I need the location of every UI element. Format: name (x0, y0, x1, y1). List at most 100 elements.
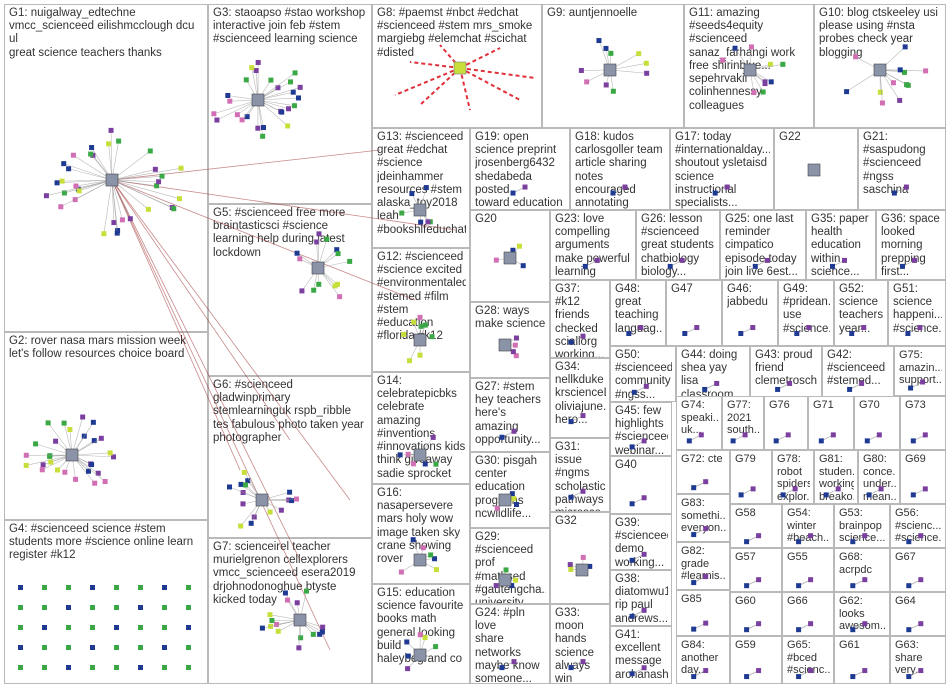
group-label-g14: G14: celebratepicbks celebrate amazing #… (377, 375, 466, 480)
group-box-g64: G64 (890, 592, 946, 636)
group-label-g22: G22 (779, 131, 801, 143)
group-label-g2: G2: rover nasa mars mission week let's f… (9, 335, 187, 361)
group-box-g63: G63: share very... (890, 636, 946, 684)
group-label-g29: G29: #scienceed prof #mathsed #gautengch… (475, 531, 546, 604)
group-label-g5: G5: #scienceed free more braintasticsci … (213, 207, 346, 259)
group-box-g48: G48: great teaching languag... (610, 280, 666, 346)
group-box-g14: G14: celebratepicbks celebrate amazing #… (372, 372, 470, 484)
group-label-g8: G8: #paemst #nbct #edchat #scienceed #st… (377, 7, 533, 59)
group-box-g10: G10: blog ctskeeley usi please using #ns… (814, 4, 946, 128)
group-label-g70: G70 (859, 399, 880, 411)
group-box-g59: G59 (730, 636, 782, 684)
group-label-g64: G64 (895, 595, 916, 607)
group-label-g35: G35: paper health education within scien… (811, 213, 869, 278)
group-box-g4: G4: #scienceed science #stem students mo… (4, 520, 208, 684)
group-box-g20: G20 (470, 210, 550, 302)
group-box-g80: G80: conce... under... mean... (858, 450, 900, 504)
group-box-g70: G70 (854, 396, 900, 450)
group-label-g46: G46: jabbedu (727, 283, 768, 309)
group-label-g1: G1: nuigalway_edtechne vmcc_scienceed ei… (9, 7, 195, 59)
group-box-g19: G19: open science preprint jrosenberg643… (470, 128, 570, 210)
group-label-g55: G55 (787, 551, 808, 563)
group-box-g36: G36: space looked morning prepping first… (876, 210, 946, 280)
group-label-g85: G85 (681, 593, 702, 605)
group-label-g75: G75: amazin... support... (899, 349, 942, 387)
group-box-g52: G52: science teachers year... (834, 280, 888, 346)
group-box-g72: G72: cte (676, 450, 730, 494)
group-label-g16: G16: nasapersevere mars holy wow image t… (377, 487, 461, 566)
group-label-g50: G50: #scienceed community #ngss... (615, 349, 672, 401)
group-box-g27: G27: #stem hey teachers here's amazing o… (470, 378, 550, 452)
group-box-g8: G8: #paemst #nbct #edchat #scienceed #st… (372, 4, 542, 128)
group-box-g29: G29: #scienceed prof #mathsed #gautengch… (470, 528, 550, 604)
group-box-g35: G35: paper health education within scien… (806, 210, 876, 280)
group-box-g71: G71 (808, 396, 854, 450)
group-label-g44: G44: doing shea yay lisa classroom... (681, 349, 743, 398)
group-box-g39: G39: #scienceed demo working... (610, 514, 672, 570)
group-box-g81: G81: studen... working breako... (814, 450, 858, 504)
group-label-g43: G43: proud friend clemetrosch... (755, 349, 818, 388)
group-box-g67: G67 (890, 548, 946, 592)
group-box-g3: G3: staoapso #stao workshop interactive … (208, 4, 372, 204)
group-label-g6: G6: #scienceed gladwinprimary stemlearni… (213, 379, 364, 444)
group-box-g7: G7: scienceirel teacher murielgrenon cel… (208, 538, 372, 684)
group-label-g48: G48: great teaching languag... (615, 283, 662, 335)
group-box-g28: G28: ways make science (470, 302, 550, 378)
group-box-g46: G46: jabbedu (722, 280, 778, 346)
group-label-g84: G84: another day... (681, 639, 719, 677)
group-box-g44: G44: doing shea yay lisa classroom... (676, 346, 750, 398)
group-label-g61: G61 (839, 639, 860, 651)
group-box-g49: G49: #pridean... use #science... (778, 280, 834, 346)
group-box-g45: G45: few highlights #scienceed webinar..… (610, 402, 672, 456)
group-box-g74: G74: speaki... uk... (676, 396, 722, 450)
group-label-g31: G31: issue #ngms scholastic pathways mic… (555, 441, 606, 511)
group-label-g45: G45: few highlights #scienceed webinar..… (615, 405, 668, 456)
group-box-g11: G11: amazing #seeds4equity #scienceed sa… (684, 4, 814, 128)
group-label-g58: G58 (735, 507, 756, 519)
group-box-g17: G17: today #internationalday... shoutout… (670, 128, 774, 210)
group-label-g37: G37: #k12 friends checked sciallorg work… (555, 283, 605, 358)
group-box-g13: G13: #scienceed great #edchat #science j… (372, 128, 470, 248)
group-label-g83: G83: somethi... everyon... (681, 497, 726, 535)
group-label-g47: G47 (671, 283, 693, 295)
group-box-g68: G68: acrpdc (834, 548, 890, 592)
group-box-g6: G6: #scienceed gladwinprimary stemlearni… (208, 376, 372, 538)
group-label-g15: G15: education science favourite books m… (377, 587, 464, 666)
group-box-g32: G32 (550, 512, 610, 604)
group-box-g31: G31: issue #ngms scholastic pathways mic… (550, 438, 610, 512)
group-box-g23: G23: love compelling arguments make powe… (550, 210, 636, 280)
group-label-g51: G51: science happeni... #science... (893, 283, 942, 335)
group-box-g58: G58 (730, 504, 782, 548)
group-label-g59: G59 (735, 639, 756, 651)
group-label-g54: G54: winter #beach... (787, 507, 830, 545)
group-label-g23: G23: love compelling arguments make powe… (555, 213, 630, 278)
group-box-g66: G66 (782, 592, 834, 636)
group-label-g9: G9: auntjennoelle (547, 7, 638, 19)
group-label-g57: G57 (735, 551, 756, 563)
group-label-g28: G28: ways make science (475, 305, 546, 331)
group-box-g54: G54: winter #beach... (782, 504, 834, 548)
group-box-g24: G24: #pln love share networks maybe know… (470, 604, 550, 684)
group-label-g82: G82: grade #learnis... (681, 545, 726, 583)
group-box-g51: G51: science happeni... #science... (888, 280, 946, 346)
group-box-g1: G1: nuigalway_edtechne vmcc_scienceed ei… (4, 4, 208, 332)
group-label-g12: G12: #scienceed #science excited #enviro… (377, 251, 466, 343)
group-label-g17: G17: today #internationalday... shoutout… (675, 131, 770, 210)
group-label-g69: G69 (905, 453, 926, 465)
group-label-g67: G67 (895, 551, 916, 563)
group-label-g32: G32 (555, 515, 577, 527)
group-label-g42: G42: #scienceed #stemed... (827, 349, 886, 388)
group-label-g65: G65: #bced #scienc... (787, 639, 830, 677)
group-label-g21: G21: #saspudong #scienceed #ngss saschin… (863, 131, 926, 196)
group-box-g16: G16: nasapersevere mars holy wow image t… (372, 484, 470, 584)
group-label-g27: G27: #stem hey teachers here's amazing o… (475, 381, 541, 446)
group-label-g36: G36: space looked morning prepping first… (881, 213, 940, 278)
group-label-g73: G73 (905, 399, 926, 411)
group-label-g56: G56: #scienc... #science... (895, 507, 942, 545)
group-box-g21: G21: #saspudong #scienceed #ngss saschin… (858, 128, 946, 210)
group-label-g25: G25: one last reminder cimpatico episode… (725, 213, 798, 278)
group-box-g62: G62: looks awesom... (834, 592, 890, 636)
group-label-g7: G7: scienceirel teacher murielgrenon cel… (213, 541, 356, 606)
group-label-g66: G66 (787, 595, 808, 607)
group-box-g9: G9: auntjennoelle (542, 4, 684, 128)
